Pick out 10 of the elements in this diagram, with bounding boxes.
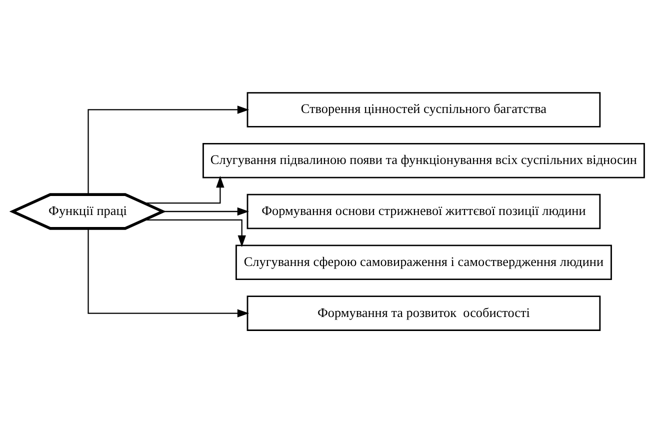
- arrow: [144, 218, 246, 247]
- arrow: [88, 105, 250, 194]
- arrow: [162, 206, 250, 216]
- node-box: Формування основи стрижневої життєвої позиції людини: [246, 193, 601, 229]
- node-box: Формування та розвиток особистості: [246, 295, 601, 330]
- node-box: Слугування підвалиною появи та функціонування всіх суспільних відносин: [202, 142, 645, 178]
- node-box: Слугування сферою самовираження і самоствердження людини: [236, 244, 612, 280]
- arrow: [88, 228, 250, 317]
- node-box: Створення цінностей суспільного багатства: [246, 92, 601, 127]
- arrow: [144, 175, 224, 204]
